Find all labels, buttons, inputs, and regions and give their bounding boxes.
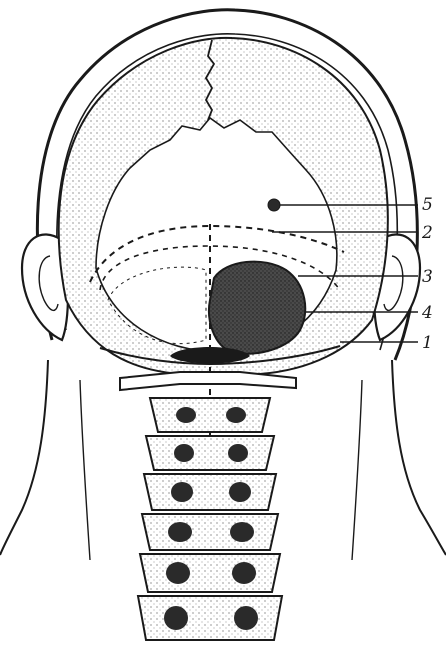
tumor-mass (209, 262, 305, 354)
callout-3: 3 (422, 267, 433, 287)
atlas-vertebra (120, 372, 296, 390)
neck-line-right (352, 380, 362, 560)
small-lesion (268, 199, 280, 211)
callout-2: 2 (421, 223, 433, 243)
neck-line-left (80, 380, 90, 560)
neck-outline-left (0, 360, 48, 555)
callout-5: 5 (422, 195, 433, 215)
callout-4: 4 (421, 303, 433, 323)
neck-outline-right (392, 360, 446, 555)
callout-1: 1 (422, 333, 433, 353)
